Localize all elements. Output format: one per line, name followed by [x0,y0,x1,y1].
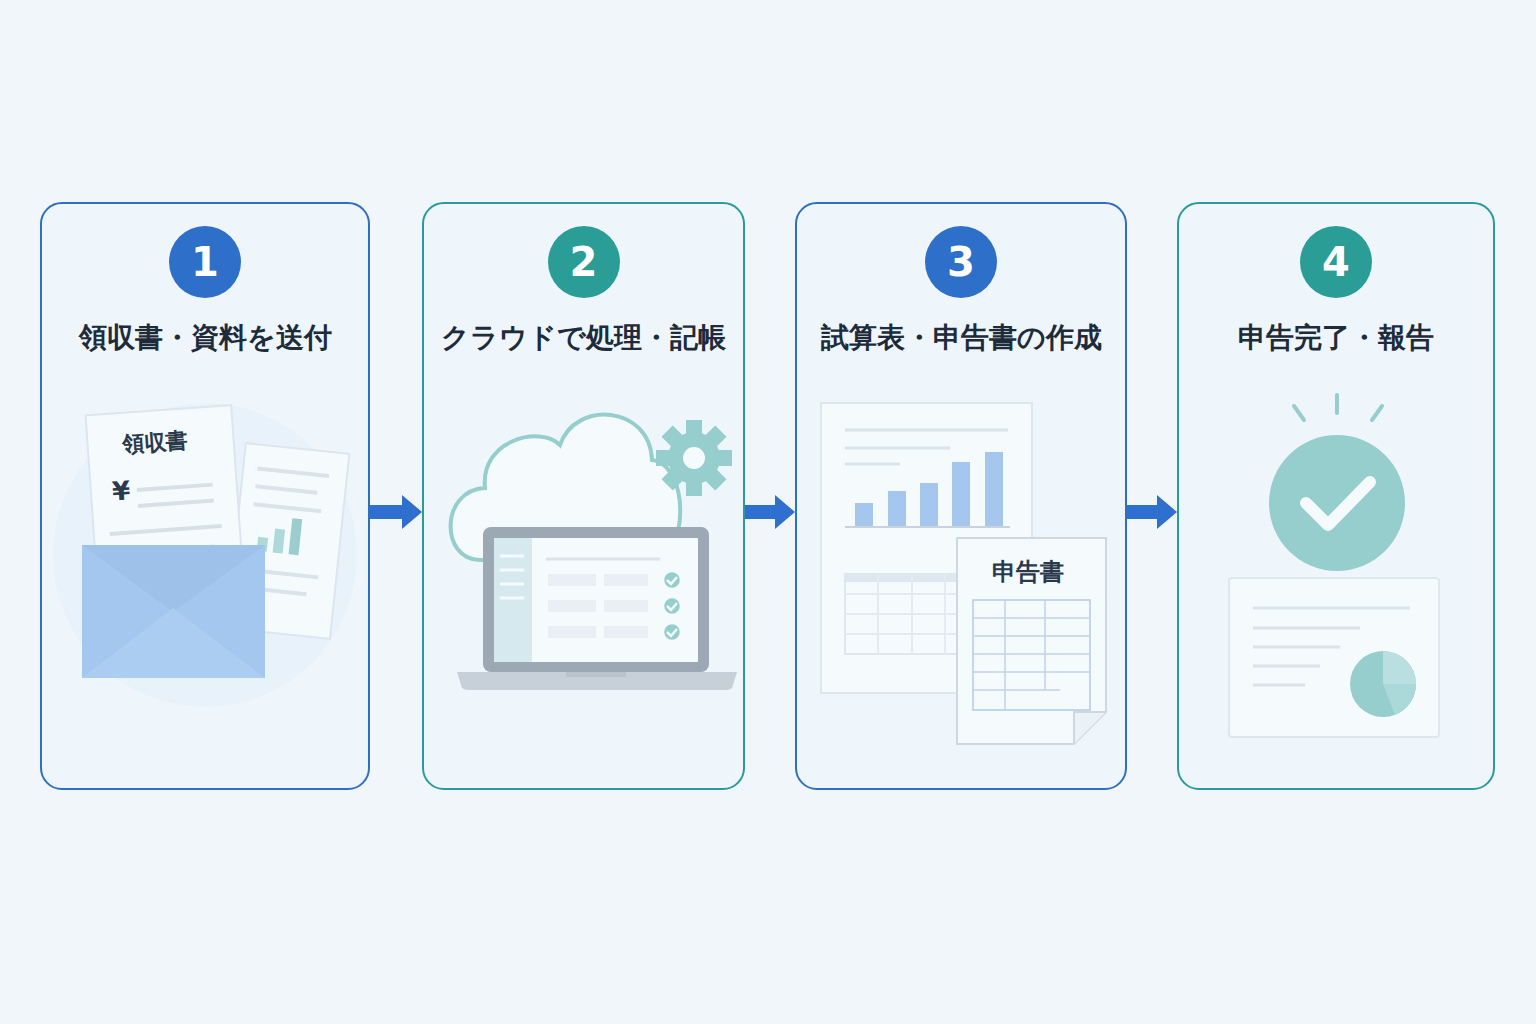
step-number: 1 [191,239,219,285]
flow-arrow [1127,495,1177,529]
receipt-title: 領収書 [121,426,189,461]
step-title: 領収書・資料を送付 [79,320,332,356]
step-number-circle: 1 [169,226,241,298]
step-card: 3 試算表・申告書の作成 [795,202,1127,790]
step-number-circle: 4 [1300,226,1372,298]
step-number: 2 [570,239,598,285]
step-title: 試算表・申告書の作成 [821,320,1102,356]
return-form-title: 申告書 [992,556,1064,588]
flow-arrow [370,495,422,529]
step-card: 4 申告完了・報告 [1177,202,1495,790]
step-card: 1 領収書・資料を送付 [40,202,370,790]
step-title: 申告完了・報告 [1238,320,1434,356]
step-number: 3 [947,239,975,285]
step-card: 2 クラウドで処理・記帳 [422,202,745,790]
step-title: クラウドで処理・記帳 [441,320,726,356]
step-number-circle: 2 [548,226,620,298]
step-number: 4 [1322,239,1350,285]
yen-symbol: ¥ [111,475,131,506]
flow-arrow [745,495,795,529]
step-number-circle: 3 [925,226,997,298]
